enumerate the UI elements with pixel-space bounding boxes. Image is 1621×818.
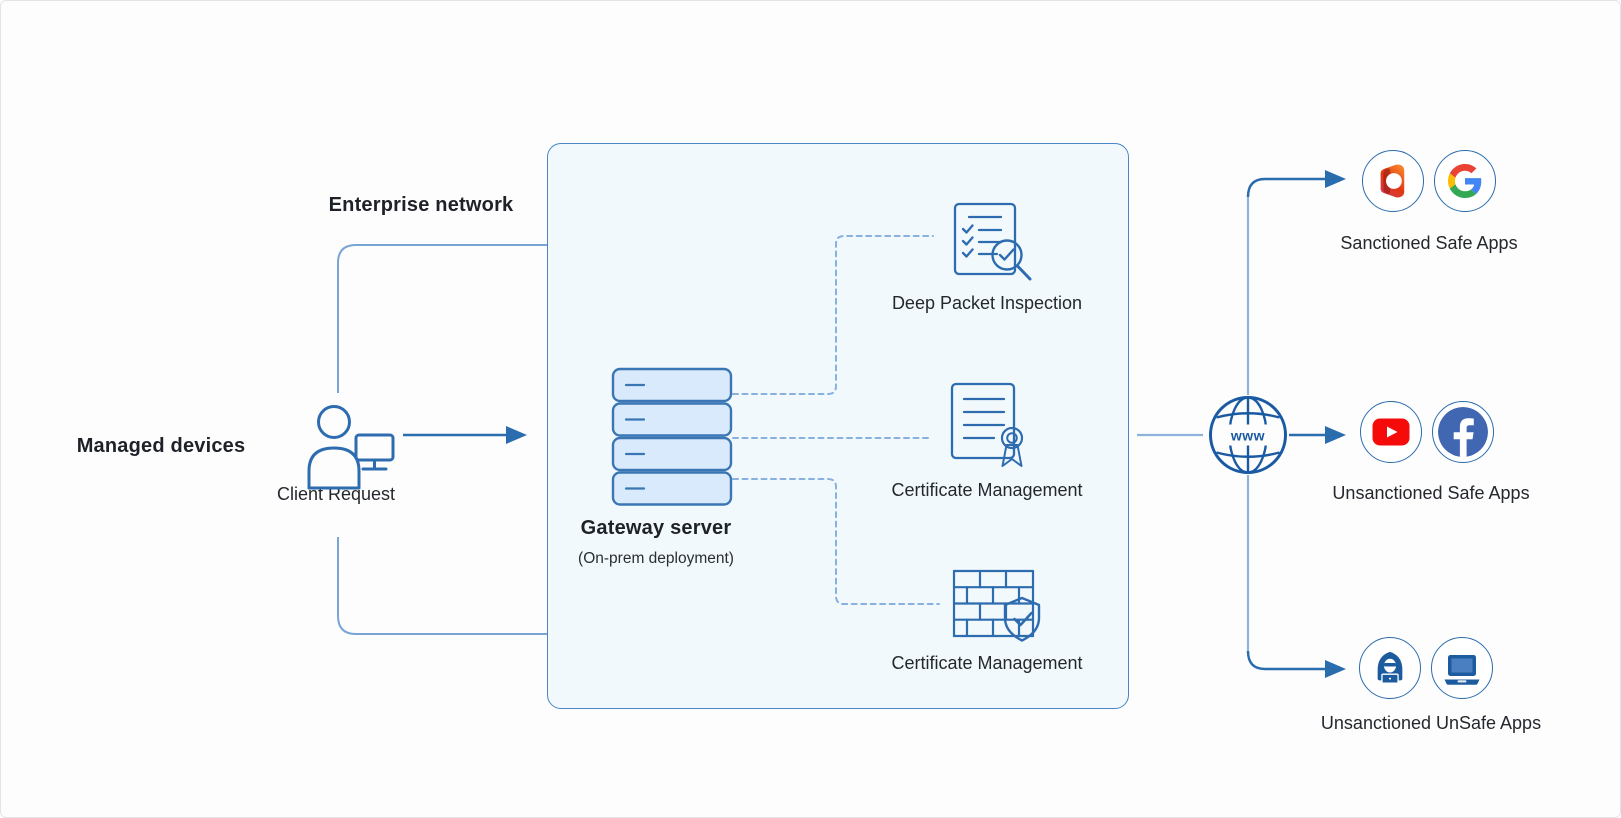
firewall-shield-icon — [952, 569, 1041, 642]
certificate-icon — [950, 382, 1024, 467]
facebook-icon — [1438, 407, 1488, 457]
google-icon — [1448, 164, 1482, 198]
feature-label-certificate: Certificate Management — [891, 480, 1083, 500]
internet-branch-middle — [1289, 426, 1346, 444]
youtube-icon — [1372, 418, 1410, 446]
laptop-icon — [1444, 655, 1480, 685]
app-circle-laptop — [1431, 637, 1493, 699]
client-request-arrow — [403, 426, 527, 444]
server-stack-icon — [611, 367, 733, 506]
enterprise-network-label: Enterprise network — [328, 194, 514, 216]
gateway-subtitle: (On-prem deployment) — [578, 550, 734, 567]
user-with-monitor-icon — [307, 405, 395, 490]
globe-www-icon: www — [1209, 396, 1287, 474]
app-circle-google — [1434, 150, 1496, 212]
app-circle-hacker — [1359, 637, 1421, 699]
managed-devices-label: Managed devices — [76, 435, 246, 457]
enterprise-network-bracket — [337, 244, 547, 635]
client-request-label: Client Request — [276, 484, 396, 504]
hacker-icon — [1377, 651, 1403, 684]
microsoft-office-icon — [1380, 164, 1405, 198]
feature-label-dpi: Deep Packet Inspection — [891, 293, 1083, 313]
unsanctioned-unsafe-apps-label: Unsanctioned UnSafe Apps — [1320, 713, 1542, 733]
feature-connectors — [732, 235, 940, 605]
internet-branch-top — [1246, 170, 1346, 395]
feature-label-firewall: Certificate Management — [891, 653, 1083, 673]
app-circle-facebook — [1432, 401, 1494, 463]
sanctioned-safe-apps-label: Sanctioned Safe Apps — [1340, 233, 1518, 253]
gateway-title: Gateway server — [580, 517, 732, 539]
app-circle-youtube — [1360, 401, 1422, 463]
app-circle-office — [1362, 150, 1424, 212]
packet-inspection-icon — [953, 202, 1032, 281]
internet-branch-bottom — [1246, 475, 1346, 678]
globe-www-text: www — [1230, 428, 1265, 444]
unsanctioned-safe-apps-label: Unsanctioned Safe Apps — [1332, 483, 1530, 503]
